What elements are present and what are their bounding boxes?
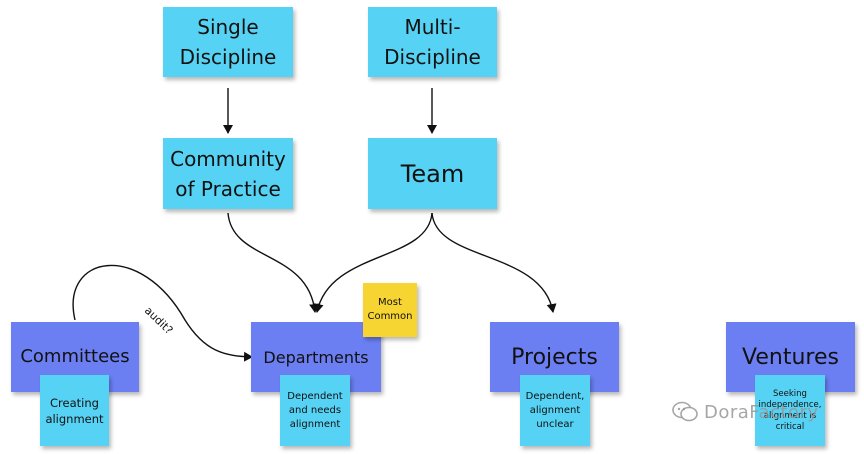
- edge-committees-to-departments: [72, 264, 253, 362]
- community-of-practice-label: Community of Practice: [170, 146, 286, 201]
- community-of-practice-note[interactable]: Community of Practice: [163, 138, 293, 209]
- dependent-needs-alignment-label: Dependent and needs alignment: [287, 390, 343, 430]
- projects-label: Projects: [511, 344, 598, 370]
- creating-alignment-label: Creating alignment: [45, 395, 104, 426]
- dependent-needs-alignment-note[interactable]: Dependent and needs alignment: [280, 375, 350, 446]
- team-note[interactable]: Team: [368, 138, 497, 209]
- single-discipline-label: Single Discipline: [179, 15, 277, 69]
- seeking-independence-label: Seeking independence, alignment is criti…: [758, 388, 822, 432]
- creating-alignment-note[interactable]: Creating alignment: [40, 375, 109, 446]
- seeking-independence-note[interactable]: Seeking independence, alignment is criti…: [755, 375, 825, 446]
- projects-note[interactable]: Projects: [490, 322, 619, 392]
- departments-label: Departments: [263, 347, 369, 367]
- edge-team-to-departments: [313, 212, 433, 313]
- dependent-alignment-unclear-note[interactable]: Dependent, alignment unclear: [520, 375, 590, 446]
- multi-discipline-label: Multi-Discipline: [384, 15, 481, 69]
- most-common-note[interactable]: Most Common: [363, 283, 417, 337]
- watermark: DoraFactory: [672, 401, 819, 423]
- dependent-alignment-unclear-label: Dependent, alignment unclear: [525, 390, 585, 430]
- ventures-label: Ventures: [742, 344, 839, 370]
- edge-community-to-departments: [227, 212, 320, 313]
- single-discipline-note[interactable]: Single Discipline: [163, 7, 293, 77]
- multi-discipline-note[interactable]: Multi-Discipline: [368, 7, 497, 77]
- chat-bubbles-icon: [672, 401, 698, 422]
- most-common-label: Most Common: [367, 297, 413, 322]
- edge-team-to-projects: [431, 212, 557, 313]
- watermark-text: DoraFactory: [704, 401, 819, 423]
- team-label: Team: [400, 159, 465, 188]
- committees-label: Committees: [20, 346, 130, 367]
